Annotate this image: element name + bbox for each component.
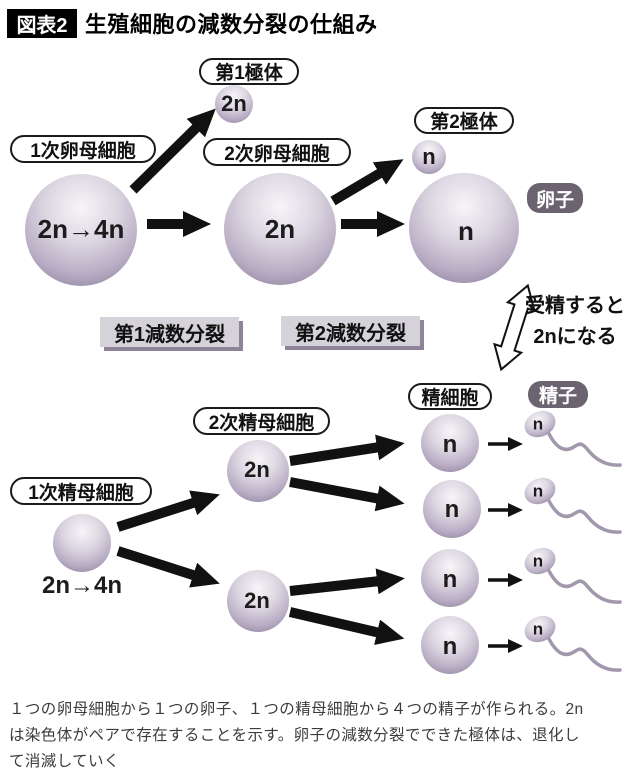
fertilization-note-line1: 受精すると [525, 295, 625, 317]
ovum-cell [409, 173, 519, 283]
primary-oocyte-label: 1次卵母細胞 [10, 135, 156, 163]
primary-oocyte-value: 2n→4n [37, 214, 125, 244]
meiosis-stage1-label: 第1減数分裂 [100, 317, 239, 347]
caption-line: １つの卵母細胞から１つの卵子、１つの精母細胞から４つの精子が作られる。2n [9, 701, 584, 718]
sperm-value: n [532, 414, 544, 434]
figure-header: 図表2 生殖細胞の減数分裂の仕組み [0, 0, 640, 46]
secondary-spermatocyte-label: 2次精母細胞 [193, 407, 330, 435]
ovum-label: 卵子 [527, 183, 583, 213]
arrow-icon [289, 434, 405, 466]
secondary-spermatocyte-value: 2n [244, 588, 270, 613]
ovum-value: n [458, 216, 474, 246]
figure-title: 生殖細胞の減数分裂の仕組み [85, 12, 378, 37]
arrow-icon [330, 159, 404, 206]
arrow-icon [116, 490, 220, 532]
polar-body-2-value: n [422, 144, 436, 169]
spermatid-value: n [442, 431, 458, 458]
polar-body-1-value: 2n [221, 91, 247, 116]
secondary-spermatocyte-cell [227, 440, 289, 502]
primary-spermatocyte-value: 2n→4n [41, 572, 123, 599]
polar-body-2-cell [412, 140, 446, 174]
caption-line: て消滅していく [9, 753, 120, 770]
sperm-value: n [532, 619, 544, 639]
arrow-icon [289, 568, 405, 596]
arrow-icon [288, 607, 405, 645]
spermatid-cell [421, 616, 479, 674]
primary-spermatocyte-label: 1次精母細胞 [10, 477, 152, 505]
fertilization-note-line2: 2nになる [533, 326, 617, 348]
spermatid-cell [423, 480, 481, 538]
arrow-icon [116, 546, 220, 588]
secondary-oocyte-label: 2次卵母細胞 [203, 138, 351, 166]
figure-badge: 図表2 [7, 9, 77, 38]
secondary-spermatocyte-value: 2n [244, 457, 270, 482]
spermatid-value: n [444, 496, 460, 523]
caption: １つの卵母細胞から１つの卵子、１つの精母細胞から４つの精子が作られる。2n は染… [9, 697, 635, 775]
caption-line: は染色体がペアで存在することを示す。卵子の減数分裂でできた極体は、退化し [9, 727, 580, 744]
polar-body-2-label: 第2極体 [414, 107, 514, 134]
sperm-value: n [532, 481, 544, 501]
primary-spermatocyte-cell [53, 514, 111, 572]
sperm-value: n [532, 551, 544, 571]
meiosis-stage2-label: 第2減数分裂 [281, 316, 420, 346]
spermatid-value: n [442, 566, 458, 593]
polar-body-1-cell [215, 85, 253, 123]
spermatid-value: n [442, 633, 458, 660]
arrow-icon [289, 477, 405, 512]
spermatid-cell [421, 549, 479, 607]
spermatid-cell [421, 414, 479, 472]
secondary-oocyte-cell [224, 173, 336, 285]
spermatid-label: 精細胞 [408, 383, 492, 410]
polar-body-1-label: 第1極体 [199, 58, 299, 85]
secondary-oocyte-value: 2n [264, 214, 296, 244]
arrow-icon [129, 108, 216, 194]
sperm-label: 精子 [528, 381, 588, 408]
primary-oocyte-cell [25, 174, 137, 286]
secondary-spermatocyte-cell [227, 570, 289, 632]
double-arrow-icon [493, 283, 536, 372]
fertilization-note: 受精すると 2nになる [516, 291, 634, 353]
